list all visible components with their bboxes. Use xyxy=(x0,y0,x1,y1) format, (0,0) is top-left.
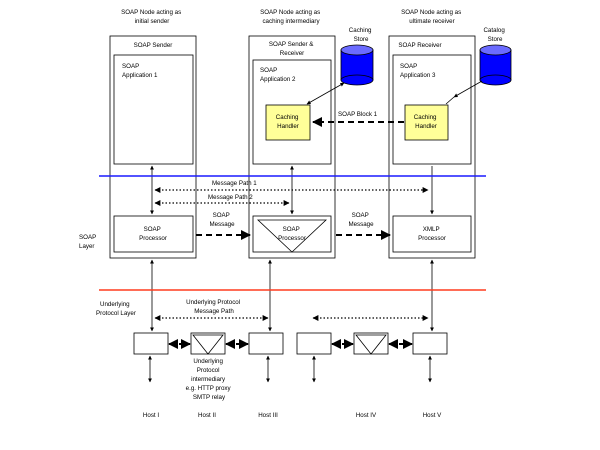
ultimate-receiver-caption: SOAP Node acting as ultimate receiver xyxy=(401,9,463,25)
soap-message-label-right: SOAP Message xyxy=(348,212,374,228)
caching-store-icon xyxy=(340,44,374,86)
protocol-intermediary-label: Underlying Protocol intermediary e.g. HT… xyxy=(186,358,233,401)
soap-processor-2-label: SOAP Processor xyxy=(278,226,306,242)
host-2-pass-through-triangle xyxy=(192,334,224,355)
host-3-protocol-box xyxy=(248,332,284,355)
message-path-2-label: Message Path 2 xyxy=(208,194,253,201)
host-5-label: Host V xyxy=(423,412,442,419)
soap-sender-title: SOAP Sender xyxy=(134,42,173,49)
host-2-label: Host II xyxy=(198,412,216,419)
catalog-store-label: Catalog Store xyxy=(483,27,506,43)
xmlp-processor-box xyxy=(392,215,472,253)
soap-processor-1-box xyxy=(113,215,194,253)
soap-application-1-label: SOAP Application 1 xyxy=(122,63,158,79)
soap-layer-label: SOAP Layer xyxy=(79,234,98,250)
soap-processor-1-label: SOAP Processor xyxy=(139,226,167,242)
soap-receiver-title: SOAP Receiver xyxy=(398,42,441,49)
host-1-protocol-box xyxy=(133,332,169,355)
protocol-layer-label: Underlying Protocol Layer xyxy=(96,301,136,317)
handler-3-store-stub xyxy=(445,96,455,105)
catalog-store-icon xyxy=(479,44,512,86)
soap-application-1-box xyxy=(113,54,194,165)
caching-handler-3-label: Caching Handler xyxy=(414,114,438,130)
caching-store-label: Caching Store xyxy=(349,27,373,43)
host-3-label: Host III xyxy=(258,412,278,419)
initial-sender-caption: SOAP Node acting as initial sender xyxy=(121,9,183,25)
host-5-protocol-box xyxy=(412,332,448,355)
caching-intermediary-caption: SOAP Node acting as caching intermediary xyxy=(260,9,322,25)
caching-handler-2-label: Caching Handler xyxy=(276,114,300,130)
caching-store-link xyxy=(306,82,345,105)
soap-application-2-label: SOAP Application 2 xyxy=(260,67,296,83)
soap-block-label: SOAP Block 1 xyxy=(338,111,378,118)
processor-2-pass-through-triangle xyxy=(256,219,328,253)
host-2-protocol-box xyxy=(190,332,226,355)
host-4a-protocol-box xyxy=(296,332,332,355)
protocol-path-label: Underlying Protocol Message Path xyxy=(186,299,242,315)
soap-processor-2-box xyxy=(252,215,332,253)
message-path-1-label: Message Path 1 xyxy=(212,180,257,187)
catalog-store-link xyxy=(453,80,483,98)
soap-sender-receiver-title: SOAP Sender & Receiver xyxy=(269,41,315,57)
soap-application-3-label: SOAP Application 3 xyxy=(400,63,436,79)
host-4-label: Host IV xyxy=(356,412,377,419)
host-4-pass-through-triangle xyxy=(355,334,387,355)
host-1-label: Host I xyxy=(143,412,159,419)
xmlp-processor-label: XMLP Processor xyxy=(418,226,446,242)
caching-handler-3-box xyxy=(404,104,449,141)
host-4b-protocol-box xyxy=(353,332,389,355)
soap-message-label-left: SOAP Message xyxy=(209,212,235,228)
caching-handler-2-box xyxy=(265,104,311,141)
